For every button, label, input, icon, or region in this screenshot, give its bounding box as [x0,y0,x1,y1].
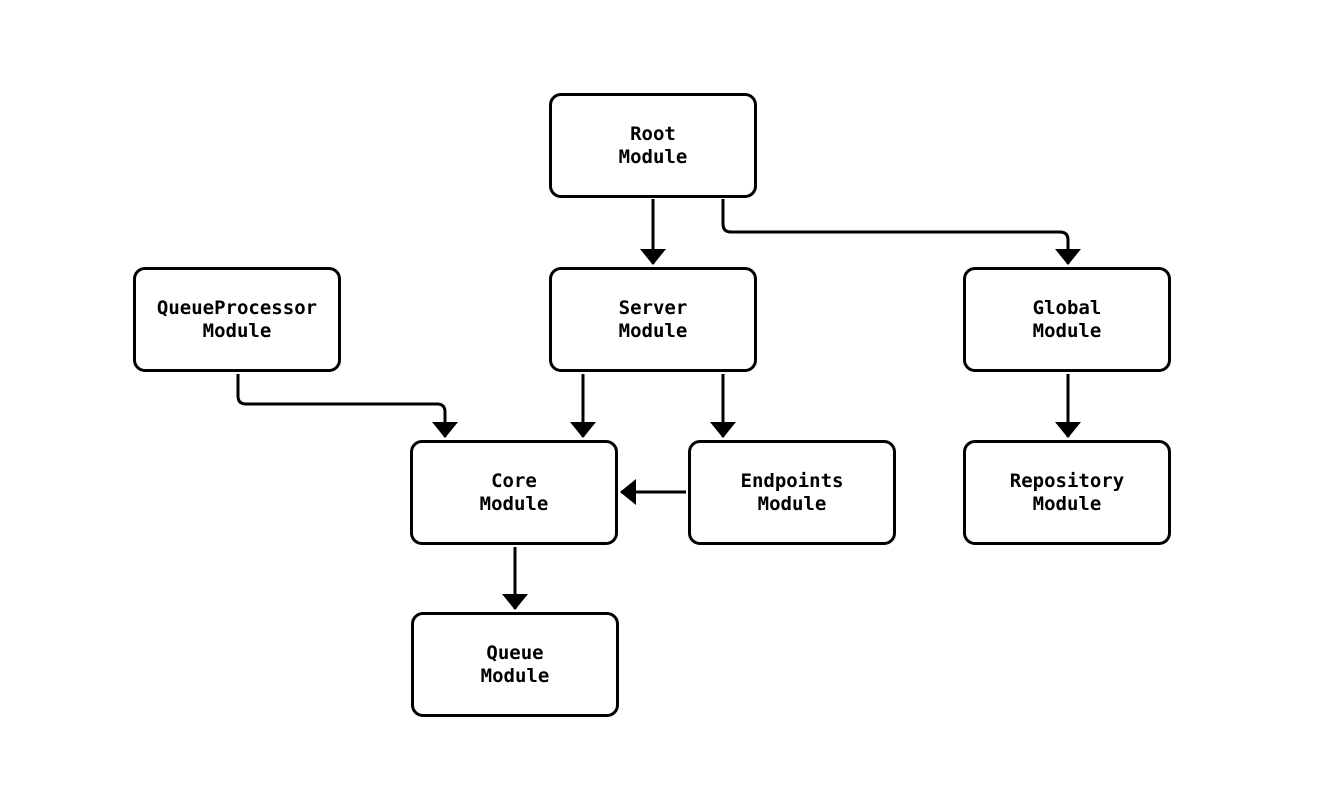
node-label: Module [202,319,272,342]
node-label: Global [1032,296,1102,319]
node-global-module: Global Module [963,267,1171,372]
edge-root-to-global-arrow [721,199,1081,265]
node-label: Core [491,469,537,492]
node-endpoints-module: Endpoints Module [688,440,896,545]
node-label: QueueProcessor [156,296,318,319]
node-label: Repository [1009,469,1125,492]
node-root-module: Root Module [549,93,757,198]
node-label: Module [618,145,688,168]
node-label: Root [630,122,676,145]
node-queue-module: Queue Module [411,612,619,717]
node-label: Queue [486,641,544,664]
edge-queueprocessor-to-core-arrow [236,374,458,438]
node-label: Module [618,319,688,342]
node-repository-module: Repository Module [963,440,1171,545]
node-label: Module [1032,319,1102,342]
node-label: Module [480,664,550,687]
node-queueprocessor-module: QueueProcessor Module [133,267,341,372]
node-core-module: Core Module [410,440,618,545]
node-label: Module [1032,492,1102,515]
node-label: Module [757,492,827,515]
node-label: Server [618,296,688,319]
node-label: Endpoints [740,469,844,492]
node-server-module: Server Module [549,267,757,372]
node-label: Module [479,492,549,515]
